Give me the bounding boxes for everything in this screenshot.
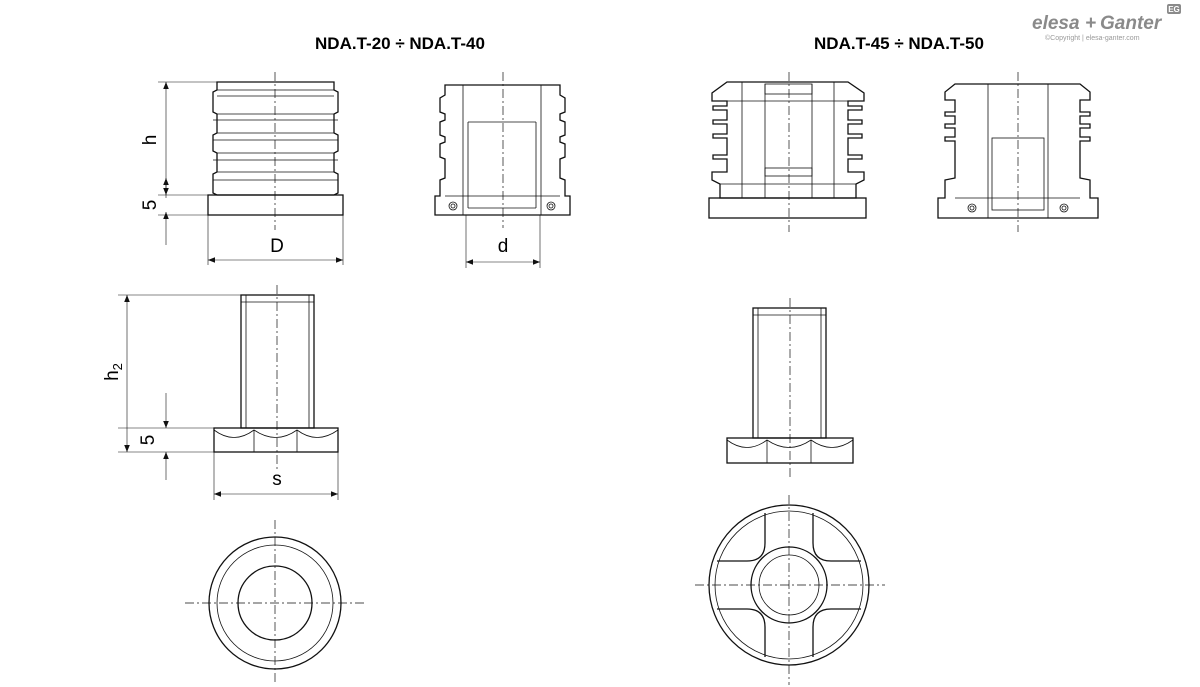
side-view-nda-t-20-40: [207, 72, 344, 230]
top-view-right: [695, 495, 885, 685]
side-view-nda-t-45-50: [708, 72, 867, 232]
label-flange-5: 5: [140, 200, 161, 211]
logo-elesa: elesa: [1032, 13, 1080, 34]
label-h2-flange-5: 5: [138, 435, 159, 446]
label-s: s: [272, 469, 282, 490]
dimension-h: h 5: [140, 81, 217, 245]
dimension-h2: h2 5: [102, 294, 241, 480]
stud-view-left: [213, 285, 339, 470]
logo-badge: [1167, 4, 1181, 14]
logo-ganter: Ganter: [1100, 13, 1163, 34]
title-nda-t-45-50: NDA.T-45 ÷ NDA.T-50: [814, 34, 984, 53]
stud-view-right: [726, 298, 854, 478]
logo-copyright: ©Copyright | elesa-ganter.com: [1045, 34, 1140, 42]
top-view-left: [185, 520, 365, 685]
section-view-nda-t-20-40: [434, 72, 571, 228]
title-nda-t-20-40: NDA.T-20 ÷ NDA.T-40: [315, 34, 485, 53]
label-d: d: [498, 236, 509, 257]
dimension-s: s: [213, 452, 339, 500]
dimension-d: d: [465, 215, 541, 268]
dimension-D: D: [207, 215, 344, 265]
label-h2: h2: [102, 363, 125, 381]
label-h: h: [140, 135, 161, 146]
logo-plus: +: [1085, 13, 1096, 34]
logo-badge-text: EG: [1168, 5, 1180, 14]
label-D: D: [270, 236, 284, 257]
elesa-ganter-logo: elesa + Ganter EG ©Copyright | elesa-gan…: [1032, 4, 1181, 42]
section-view-nda-t-45-50: [937, 72, 1099, 232]
